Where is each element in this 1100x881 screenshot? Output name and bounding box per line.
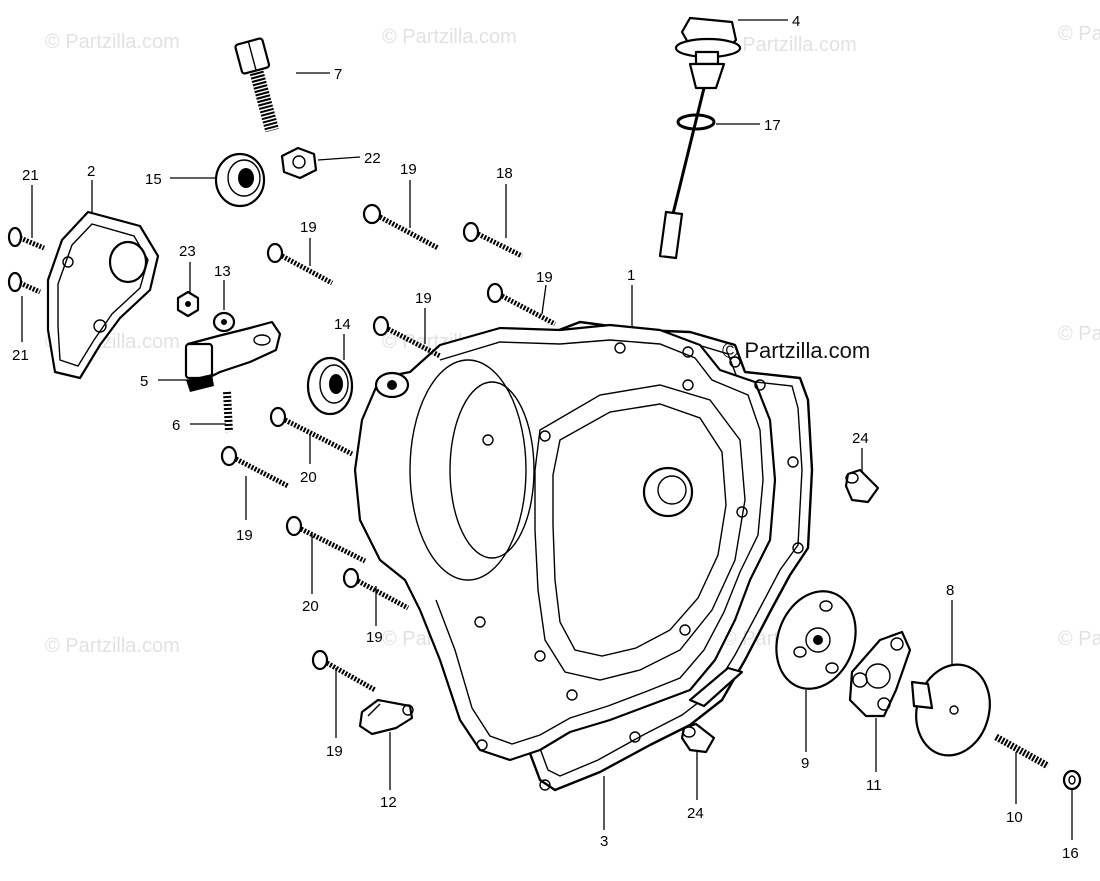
cover-bearing-hole [657, 475, 687, 505]
callout-6: 6 [172, 417, 180, 434]
callout-19-left: 19 [236, 527, 253, 544]
cover-inner-wall [552, 403, 727, 657]
o-ring-part-17 [676, 113, 716, 131]
callout-16: 16 [1062, 845, 1079, 862]
crankcase-cover-part-1 [353, 323, 777, 762]
bolt-part-19-middle [372, 315, 442, 359]
bolt-part-18 [462, 221, 524, 259]
callout-14: 14 [334, 316, 351, 333]
spring-part-6 [223, 391, 233, 433]
callout-19-upper-left: 19 [300, 219, 317, 236]
cover-rim [435, 339, 764, 745]
callout-20-upper: 20 [300, 469, 317, 486]
rotor-plate-part-9 [775, 590, 857, 690]
callout-labels: 4 7 17 22 15 21 2 19 18 19 23 13 1 19 19… [12, 13, 1079, 862]
cover-ear-hole [387, 380, 397, 390]
bolt-part-20-upper [269, 406, 354, 457]
callout-7: 7 [334, 66, 342, 83]
watermark: © Partzilla.com [45, 635, 180, 657]
cover-drum-inner [449, 381, 535, 559]
dowel-part-24-lower [680, 722, 716, 754]
callout-1: 1 [627, 267, 635, 284]
watermark: © Partzilla.com [1058, 628, 1100, 650]
pump-rotor-part-8 [910, 663, 991, 757]
callout-5: 5 [140, 373, 148, 390]
callout-13: 13 [214, 263, 231, 280]
callout-11: 11 [866, 777, 882, 794]
bolt-part-19-lower-middle [342, 567, 410, 611]
bolt-part-7 [234, 37, 279, 133]
callout-10: 10 [1006, 809, 1023, 826]
leader-lines [21, 19, 1073, 840]
callout-8: 8 [946, 582, 954, 599]
bolt-part-20-lower [285, 515, 367, 564]
callout-21-top: 21 [22, 167, 39, 184]
callout-24-upper: 24 [852, 430, 869, 447]
cover-bearing-boss [642, 466, 694, 518]
callout-22: 22 [364, 150, 381, 167]
watermark: © Partzilla.com [1058, 23, 1100, 45]
oil-seal-part-14 [306, 356, 354, 416]
callout-19-lower-middle: 19 [366, 629, 383, 646]
nut-part-22 [280, 146, 318, 180]
watermark-main: © Partzilla.com [722, 338, 870, 363]
washer-hole [221, 319, 227, 325]
dipstick-part-4 [658, 16, 742, 260]
screw-part-21-top [7, 226, 45, 251]
callout-19-middle: 19 [415, 290, 432, 307]
callout-12: 12 [380, 794, 397, 811]
watermark: © Partzilla.com [1058, 323, 1100, 345]
oil-seal-part-15 [214, 152, 266, 208]
gasket-slot [688, 666, 744, 708]
callout-19-bottom: 19 [326, 743, 343, 760]
watermark: © Partzilla.com [45, 31, 180, 53]
washer-part-16-hole [1068, 775, 1076, 785]
callout-17: 17 [764, 117, 781, 134]
stud-part-10 [994, 733, 1050, 770]
callout-19-right: 19 [536, 269, 553, 286]
callout-15: 15 [145, 171, 162, 188]
screw-part-21-bottom [7, 271, 42, 295]
callout-20-lower: 20 [302, 598, 319, 615]
cover-opening [534, 384, 746, 681]
dowel-part-24-upper [844, 468, 880, 504]
callout-18: 18 [496, 165, 513, 182]
bolt-part-19-right [486, 282, 557, 327]
plate-part-11 [848, 630, 912, 718]
washer-part-16 [1062, 769, 1082, 791]
watermark: © Partzilla.com [722, 34, 857, 56]
bolt-part-19-upper-left [266, 242, 334, 286]
callout-21-bottom: 21 [12, 347, 29, 364]
callout-9: 9 [801, 755, 809, 772]
callout-2: 2 [87, 163, 95, 180]
bolt-part-19-bottom [311, 649, 377, 693]
clamp-part-12 [358, 698, 414, 736]
callout-19-top: 19 [400, 161, 417, 178]
nut-part-23 [176, 290, 200, 318]
cover-drum-left [409, 359, 527, 581]
bolt-part-19-top [362, 203, 440, 251]
callout-3: 3 [600, 833, 608, 850]
watermark: © Partzilla.com [382, 26, 517, 48]
callout-23: 23 [179, 243, 196, 260]
callout-24-lower: 24 [687, 805, 704, 822]
cover-bolt-holes [474, 342, 804, 791]
callout-4: 4 [792, 13, 800, 30]
lever-arm-part-5 [184, 320, 282, 392]
cover-plate-part-2 [46, 210, 160, 380]
bolt-part-19-left [220, 445, 290, 489]
